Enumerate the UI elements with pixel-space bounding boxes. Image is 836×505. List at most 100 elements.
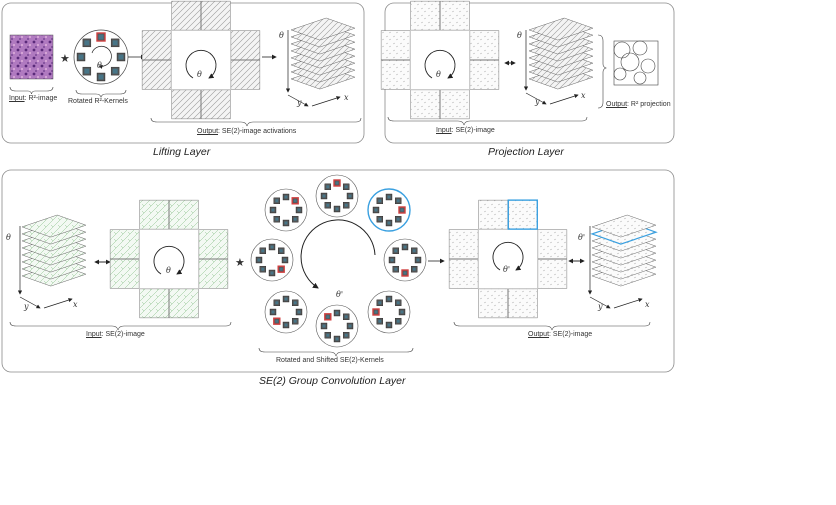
kernel-tile-inner xyxy=(118,54,124,60)
x-axis-gc-input xyxy=(43,298,73,309)
kernel-tile-inner xyxy=(275,199,279,203)
lifting-star: ★ xyxy=(60,53,70,65)
kernel-rings-gc xyxy=(250,174,427,348)
cross-tile xyxy=(448,229,479,259)
kernel-tile-inner xyxy=(387,195,391,199)
cross-tile xyxy=(469,30,500,60)
kernel-tile-inner xyxy=(271,310,275,314)
kernel-tile-inner xyxy=(279,249,283,253)
projection-y-axis: y xyxy=(535,97,540,106)
cross-tile xyxy=(440,89,470,120)
kernel-tile-inner xyxy=(387,323,391,327)
kernel-tile-inner xyxy=(378,217,382,221)
gc-theta-prime-kernels: θ' xyxy=(336,290,344,299)
x-axis-projection xyxy=(549,94,579,105)
gc-output-label: Output: SE(2)-image xyxy=(528,331,593,338)
output-brace-gc xyxy=(453,321,651,331)
kernel-tile-inner xyxy=(387,221,391,225)
kernel-tile-inner xyxy=(261,267,265,271)
kernel-tile-inner xyxy=(412,249,416,253)
cross-tile xyxy=(380,60,411,90)
gc-caption: SE(2) Group Convolution Layer xyxy=(259,375,406,387)
kernel-tile-inner xyxy=(396,319,400,323)
kernel-tile-inner xyxy=(348,194,352,198)
cross-tile xyxy=(198,259,229,289)
he-image xyxy=(9,34,54,80)
kernel-tile-inner xyxy=(284,323,288,327)
stack-projection xyxy=(528,17,594,90)
stack-gc-input xyxy=(21,214,87,287)
projection-theta-cross: θ xyxy=(436,70,441,79)
kernel-tile-inner xyxy=(293,217,297,221)
rotation-arc-projection xyxy=(424,49,456,79)
projection-theta-axis: θ xyxy=(517,31,522,40)
kernel-ring-lifting-tiles xyxy=(76,32,126,82)
kernel-tile-inner xyxy=(112,68,118,74)
gc-y-axis-input: y xyxy=(24,302,29,311)
kernel-tile-inner xyxy=(284,297,288,301)
kernel-tile-inner xyxy=(403,271,407,275)
cross-tile xyxy=(169,288,199,319)
kernel-tile-inner xyxy=(279,267,283,271)
kernel-tile-inner xyxy=(112,40,118,46)
cross-gc-input xyxy=(109,199,229,319)
kernel-tile-inner xyxy=(78,54,84,60)
kernel-tile-inner xyxy=(284,195,288,199)
kernel-tile-inner xyxy=(335,207,339,211)
cross-tile xyxy=(410,0,440,31)
cross-tile xyxy=(171,89,201,120)
kernel-tile-inner xyxy=(98,34,104,40)
kernel-tile-inner xyxy=(322,324,326,328)
lifting-x-axis: x xyxy=(344,93,349,102)
gc-theta-axis-input: θ xyxy=(6,233,11,242)
lifting-kernels-label: Rotated R²-Kernels xyxy=(68,98,128,105)
gc-input-label: Input: SE(2)-image xyxy=(86,331,145,338)
cross-tile xyxy=(171,0,201,31)
cross-tile xyxy=(440,0,470,31)
cross-tile xyxy=(201,0,231,31)
cross-gc-output xyxy=(448,199,568,319)
cross-tile xyxy=(448,259,479,289)
kernel-tile-inner xyxy=(348,324,352,328)
stack-layer xyxy=(591,214,657,238)
gc-theta-prime-cross: θ' xyxy=(503,265,511,274)
cross-tile xyxy=(139,199,169,230)
output-brace-lifting xyxy=(150,117,362,127)
projection-x-axis: x xyxy=(581,91,586,100)
kernel-tile-inner xyxy=(400,310,404,314)
kernel-tile-inner xyxy=(326,203,330,207)
kernel-tile-inner xyxy=(326,315,330,319)
kernel-tile-inner xyxy=(293,199,297,203)
cell-outline xyxy=(633,71,647,85)
kernel-tile-inner xyxy=(396,301,400,305)
kernel-tile-inner xyxy=(390,258,394,262)
kernel-tile-inner xyxy=(335,311,339,315)
kernel-tile-inner xyxy=(326,185,330,189)
cross-tile xyxy=(508,288,538,319)
lifting-theta-cross: θ xyxy=(197,70,202,79)
kernel-tile-inner xyxy=(275,217,279,221)
kernel-tile-inner xyxy=(400,208,404,212)
kernel-tile-inner xyxy=(374,310,378,314)
stack-layer xyxy=(21,214,87,238)
kernel-tile-inner xyxy=(261,249,265,253)
projection-input-label: Input: SE(2)-image xyxy=(436,127,495,134)
kernel-tile-inner xyxy=(344,203,348,207)
cross-tile xyxy=(141,60,172,90)
kernel-tile-inner xyxy=(396,217,400,221)
lifting-caption: Lifting Layer xyxy=(153,146,211,158)
lifting-theta-kernel: θ xyxy=(97,61,102,70)
y-axis-lifting xyxy=(287,94,309,107)
kernel-tile-inner xyxy=(344,333,348,337)
stack-layer xyxy=(290,17,356,41)
kernel-tile-inner xyxy=(322,194,326,198)
gc-theta-prime-axis: θ' xyxy=(578,233,586,242)
cross-tile xyxy=(507,199,538,230)
kernel-tile-inner xyxy=(270,245,274,249)
y-axis-gc-input xyxy=(19,296,41,309)
kernel-tile-inner xyxy=(293,301,297,305)
projection-output-cells xyxy=(613,40,656,85)
group-conv-panel xyxy=(1,169,675,373)
kernel-tile-inner xyxy=(297,208,301,212)
